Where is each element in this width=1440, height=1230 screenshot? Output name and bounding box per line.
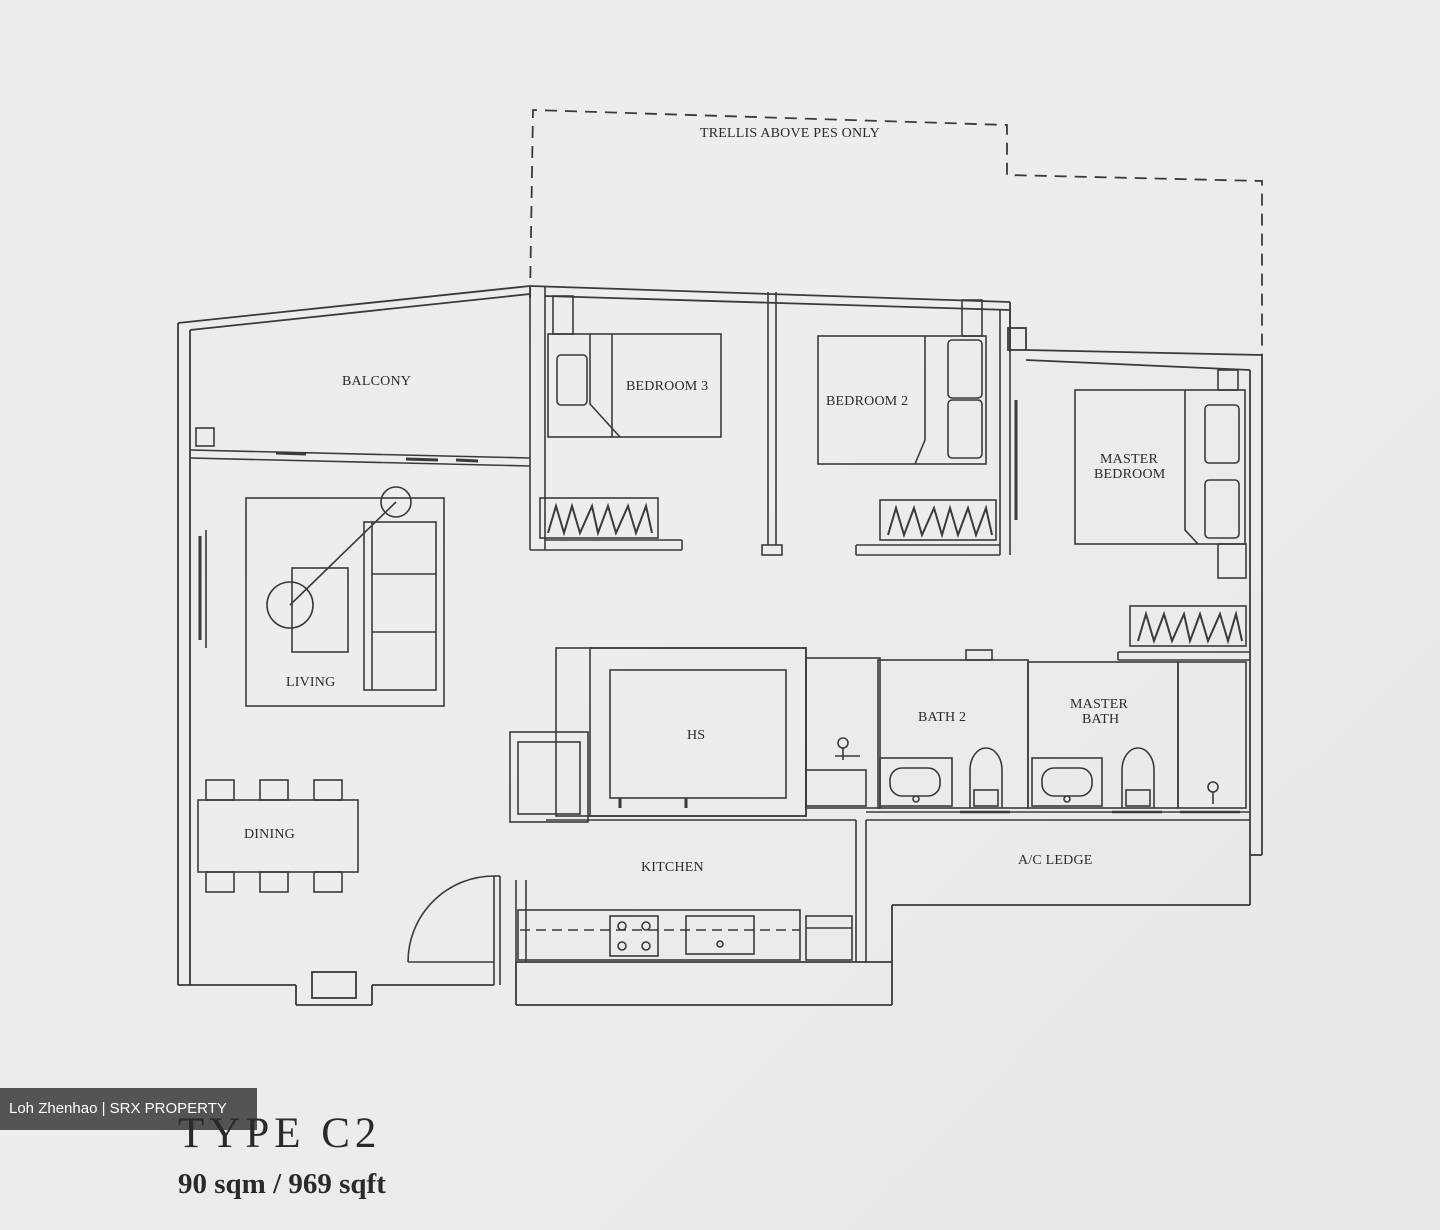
hs-block — [509, 647, 807, 823]
master-bedroom-outline — [1074, 369, 1250, 661]
ac-ledge-label: A/C LEDGE — [1018, 853, 1093, 868]
dining-furniture — [197, 779, 359, 893]
living-furniture — [198, 486, 445, 707]
trellis-label: TRELLIS ABOVE PES ONLY — [700, 126, 880, 141]
hs-label: HS — [687, 728, 705, 743]
internal-walls — [546, 811, 1250, 821]
master-bath-label-line1: MASTER — [1070, 697, 1128, 712]
dining-label: DINING — [244, 827, 295, 842]
master-bedroom-label-line1: MASTER — [1100, 452, 1158, 467]
bath2-label: BATH 2 — [918, 710, 966, 725]
outer-walls — [177, 285, 1263, 1006]
bedroom-divider-wall — [761, 292, 783, 556]
bedroom3-outline — [530, 295, 722, 551]
trellis-outline — [529, 109, 1263, 355]
bath2-block — [805, 649, 1029, 814]
master-bedroom-label-line2: BEDROOM — [1094, 467, 1166, 482]
bedroom2-label: BEDROOM 2 — [826, 394, 908, 409]
master-bath-label-line2: BATH — [1082, 712, 1119, 727]
balcony-partition — [189, 286, 546, 550]
wardrobe-hatching — [547, 502, 1243, 645]
kitchen-counter — [515, 820, 867, 962]
entrance-door — [407, 875, 501, 985]
unit-type-title: TYPE C2 — [178, 1110, 382, 1157]
bedroom3-label: BEDROOM 3 — [626, 379, 708, 394]
balcony-label: BALCONY — [342, 374, 411, 389]
unit-area-text: 90 sqm / 969 sqft — [178, 1168, 386, 1200]
living-label: LIVING — [286, 675, 335, 690]
photographer-watermark: Loh Zhenhao | SRX PROPERTY — [0, 1088, 257, 1130]
kitchen-label: KITCHEN — [641, 860, 704, 875]
master-bath-block — [1027, 661, 1247, 814]
bedroom2-outline — [817, 299, 1018, 556]
